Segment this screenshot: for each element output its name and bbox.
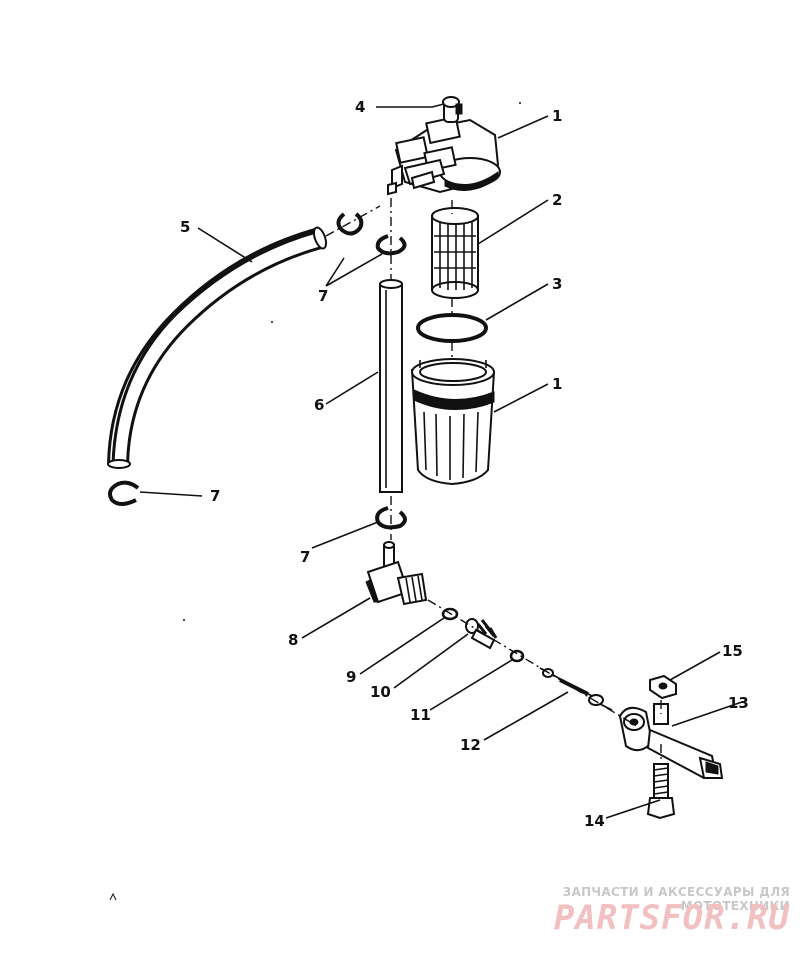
callout-15: 15 (722, 642, 743, 660)
filter-element-part (431, 207, 479, 299)
bleed-screw-part (442, 96, 463, 123)
callout-14: 14 (584, 812, 605, 830)
valve-body-part (618, 703, 724, 780)
hose-clamp-upper-b (375, 234, 407, 256)
watermark-logo: PARTSFOR.RU (553, 898, 790, 938)
watermark-tagline: ЗАПЧАСТИ И АКСЕССУАРЫ ДЛЯ МОТОТЕХНИКИ (562, 885, 790, 913)
scan-specks (109, 102, 521, 901)
assembly-centerlines (325, 198, 662, 762)
callout-6: 6 (314, 396, 324, 414)
callout-3: 3 (552, 275, 562, 293)
callout-13: 13 (728, 694, 749, 712)
o-ring-part (416, 313, 488, 343)
callout-12: 12 (460, 736, 481, 754)
callout-2: 2 (552, 191, 562, 209)
callout-labels: 1 4 2 3 1 5 7 7 6 7 8 9 10 11 12 13 14 1… (180, 98, 749, 830)
callout-9: 9 (346, 668, 356, 686)
hose-clamp-lower (375, 506, 407, 530)
elbow-fitting-part (365, 541, 428, 606)
filter-bowl-part (410, 358, 496, 486)
fuel-line-part (379, 279, 403, 493)
check-valve-spring-part (465, 618, 498, 650)
callout-8: 8 (288, 631, 298, 649)
leader-lines (139, 103, 743, 819)
callout-11: 11 (410, 706, 431, 724)
nut-part (649, 674, 677, 700)
callout-1-head: 1 (552, 107, 562, 125)
callout-7-lower: 7 (300, 548, 310, 566)
washer-part (441, 607, 459, 621)
callout-1-bowl: 1 (552, 375, 562, 393)
gasket-part (509, 649, 525, 663)
bolt-part (646, 763, 676, 820)
callout-10: 10 (370, 683, 391, 701)
hose-clamp-left (108, 480, 140, 506)
fuel-hose-part (107, 226, 328, 469)
callout-4: 4 (355, 98, 365, 116)
callout-5: 5 (180, 218, 190, 236)
callout-7-upper: 7 (318, 287, 328, 305)
callout-7-left: 7 (210, 487, 220, 505)
filter-head-part (387, 115, 501, 196)
hose-clamp-upper-a (336, 212, 364, 236)
